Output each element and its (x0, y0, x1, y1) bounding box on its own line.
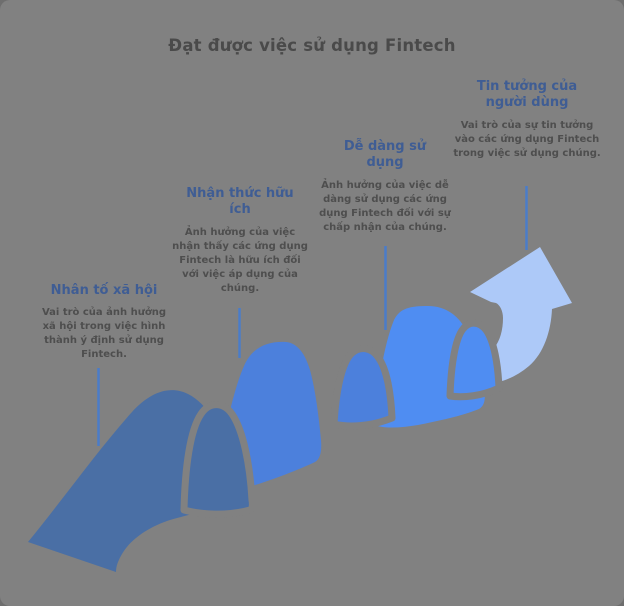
stage-description: Vai trò của sự tin tưởng vào các ứng dụn… (453, 119, 601, 159)
stage-description: Vai trò của ảnh hưởng xã hội trong việc … (41, 307, 167, 361)
stage-block-user-trust: Tin tưởng của người dùng Vai trò của sự … (447, 79, 607, 161)
wave-twist-arch-3 (446, 319, 503, 401)
stage-heading: Nhận thức hữu ích (186, 186, 294, 218)
stage-description: Ảnh hưởng của việc dễ dàng sử dụng các ứ… (319, 179, 451, 233)
stage-heading: Nhân tố xã hội (50, 283, 158, 298)
stage-heading: Tin tưởng của người dùng (476, 79, 578, 111)
wave-twist-arch-1 (180, 401, 256, 518)
wave-twist-arch-2 (330, 345, 396, 430)
stage-description: Ảnh hưởng của việc nhận thấy các ứng dụn… (172, 226, 308, 294)
page-title: Đạt được việc sử dụng Fintech (168, 36, 456, 55)
stage-block-perceived-usefulness: Nhận thức hữu ích Ảnh hưởng của việc nhậ… (160, 186, 320, 296)
stage-block-ease-of-use: Dễ dàng sử dụng Ảnh hưởng của việc dễ dà… (305, 139, 465, 235)
stage-block-social-factors: Nhân tố xã hội Vai trò của ảnh hưởng xã … (24, 283, 184, 362)
wave-band-1 (28, 390, 236, 572)
stage-heading: Dễ dàng sử dụng (343, 139, 427, 171)
